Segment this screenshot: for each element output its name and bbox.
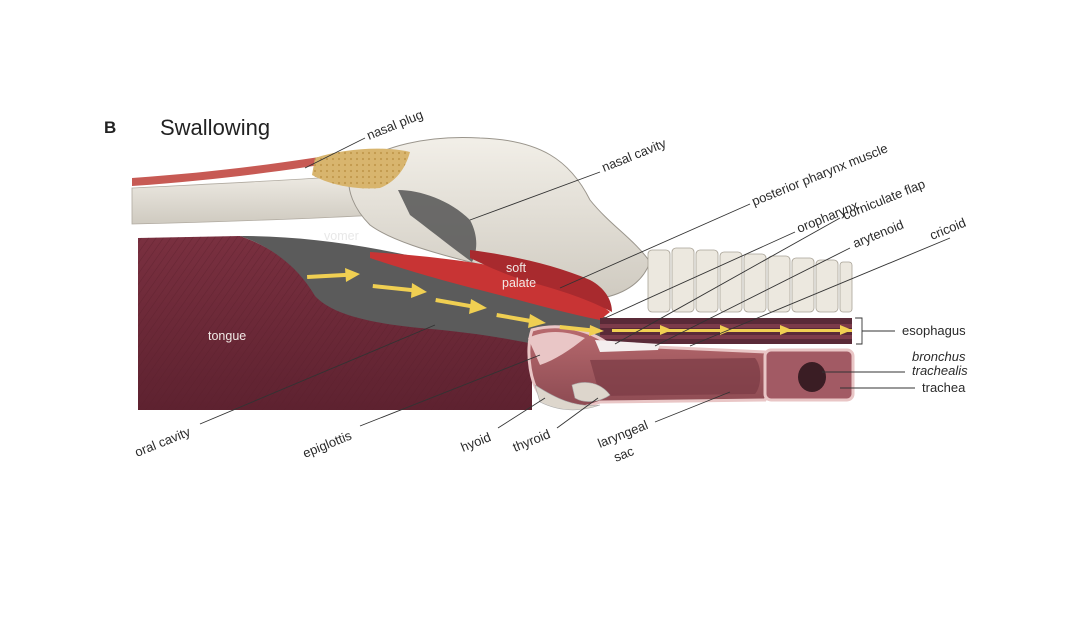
swallow-flow-arrow-group xyxy=(307,268,852,336)
label-esophagus: esophagus xyxy=(902,323,966,338)
bronchus-opening xyxy=(798,362,826,392)
vertebrae xyxy=(647,247,853,313)
label-nasal-plug: nasal plug xyxy=(365,107,426,143)
panel-title: Swallowing xyxy=(160,115,271,140)
swallow-flow-arrow xyxy=(435,298,487,314)
leader-lines xyxy=(199,137,951,429)
label-trachea: trachea xyxy=(922,380,966,395)
label-tongue: tongue xyxy=(208,329,246,343)
label-vomer: vomer xyxy=(324,229,359,243)
label-epiglottis: epiglottis xyxy=(301,427,355,460)
swallow-flow-arrow xyxy=(559,325,604,336)
swallow-flow-arrow xyxy=(372,283,427,298)
nasal-cavity xyxy=(398,190,477,262)
label-soft-palate-2: palate xyxy=(502,276,536,290)
label-thyroid: thyroid xyxy=(511,426,553,455)
thyroid xyxy=(571,382,611,402)
corniculate-flap xyxy=(595,340,660,352)
label-sac: sac xyxy=(612,443,637,465)
swallow-flow-arrow xyxy=(496,313,546,328)
label-bronchus: bronchus xyxy=(912,349,966,364)
skull xyxy=(348,137,651,301)
laryngeal-sac xyxy=(590,358,761,396)
oral-cavity xyxy=(240,236,650,350)
swallow-flow-arrow xyxy=(307,268,360,282)
label-oral-cavity: oral cavity xyxy=(133,424,193,460)
panel-letter: B xyxy=(104,118,117,137)
nasal-passage-red xyxy=(132,152,352,186)
posterior-pharynx-muscle xyxy=(470,250,612,312)
label-nasal-cavity: nasal cavity xyxy=(600,135,669,175)
label-arytenoid: arytenoid xyxy=(851,217,906,251)
epiglottis xyxy=(528,332,585,365)
label-soft-palate-1: soft xyxy=(506,261,527,275)
hyoid xyxy=(534,384,601,411)
label-hyoid: hyoid xyxy=(459,429,493,455)
label-trachealis: trachealis xyxy=(912,363,968,378)
soft-palate xyxy=(370,252,610,320)
